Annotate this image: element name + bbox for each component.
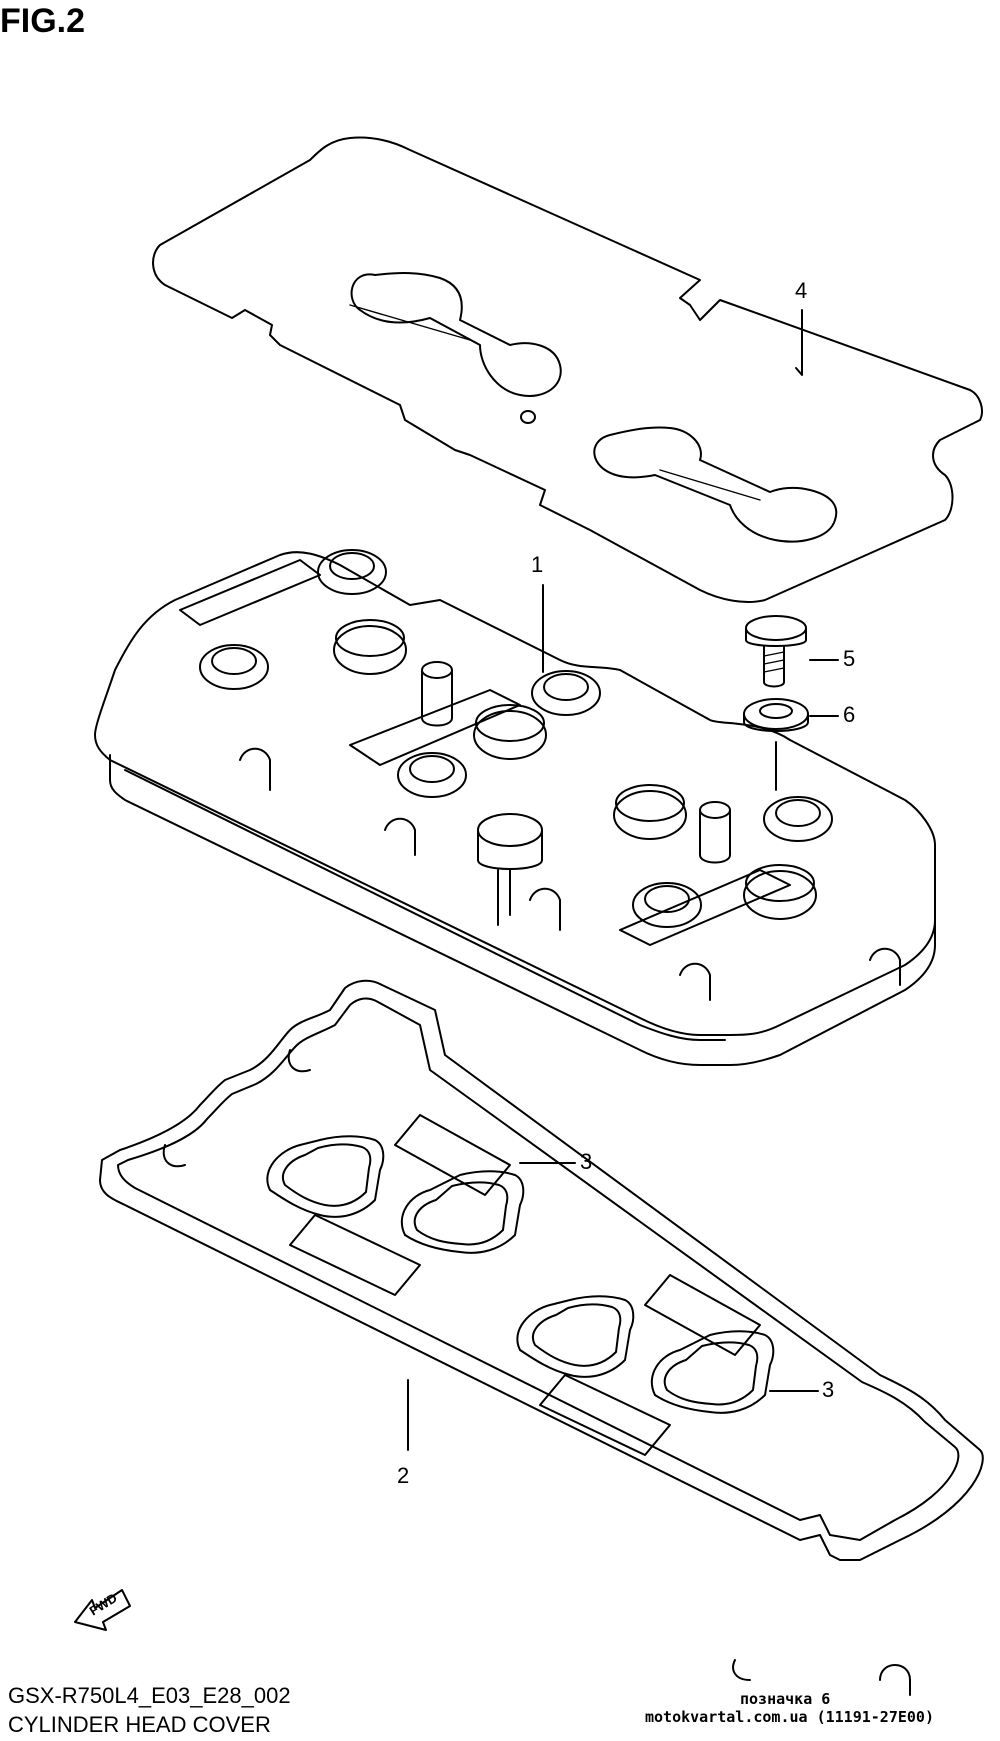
callout-3b: 3 <box>822 1377 835 1402</box>
model-code: GSX-R750L4_E03_E28_002 <box>8 1683 291 1708</box>
mark-label: позначка 6 <box>740 1690 831 1708</box>
section-name: CYLINDER HEAD COVER <box>8 1712 271 1737</box>
callout-5: 5 <box>843 646 856 671</box>
callout-2: 2 <box>397 1463 410 1488</box>
callout-leaders <box>407 309 839 1451</box>
figure-title: FIG.2 <box>0 2 86 40</box>
callout-1: 1 <box>531 552 544 577</box>
fwd-direction-arrow: FWD <box>74 1589 131 1631</box>
part-4-gasket-plate <box>152 136 983 603</box>
callout-6: 6 <box>843 702 856 727</box>
part-3-plug-seal-b <box>516 1274 775 1456</box>
callout-3a: 3 <box>580 1149 593 1174</box>
part-5-bolt <box>745 615 807 688</box>
part-1-cylinder-head-cover <box>94 549 936 1066</box>
part-6-washer <box>743 698 809 732</box>
part-2-head-cover-gasket <box>99 979 984 1696</box>
site-label: motokvartal.com.ua (11191-27E00) <box>645 1708 934 1726</box>
part-3-plug-seal-a <box>266 1114 525 1296</box>
callout-4: 4 <box>795 278 808 303</box>
